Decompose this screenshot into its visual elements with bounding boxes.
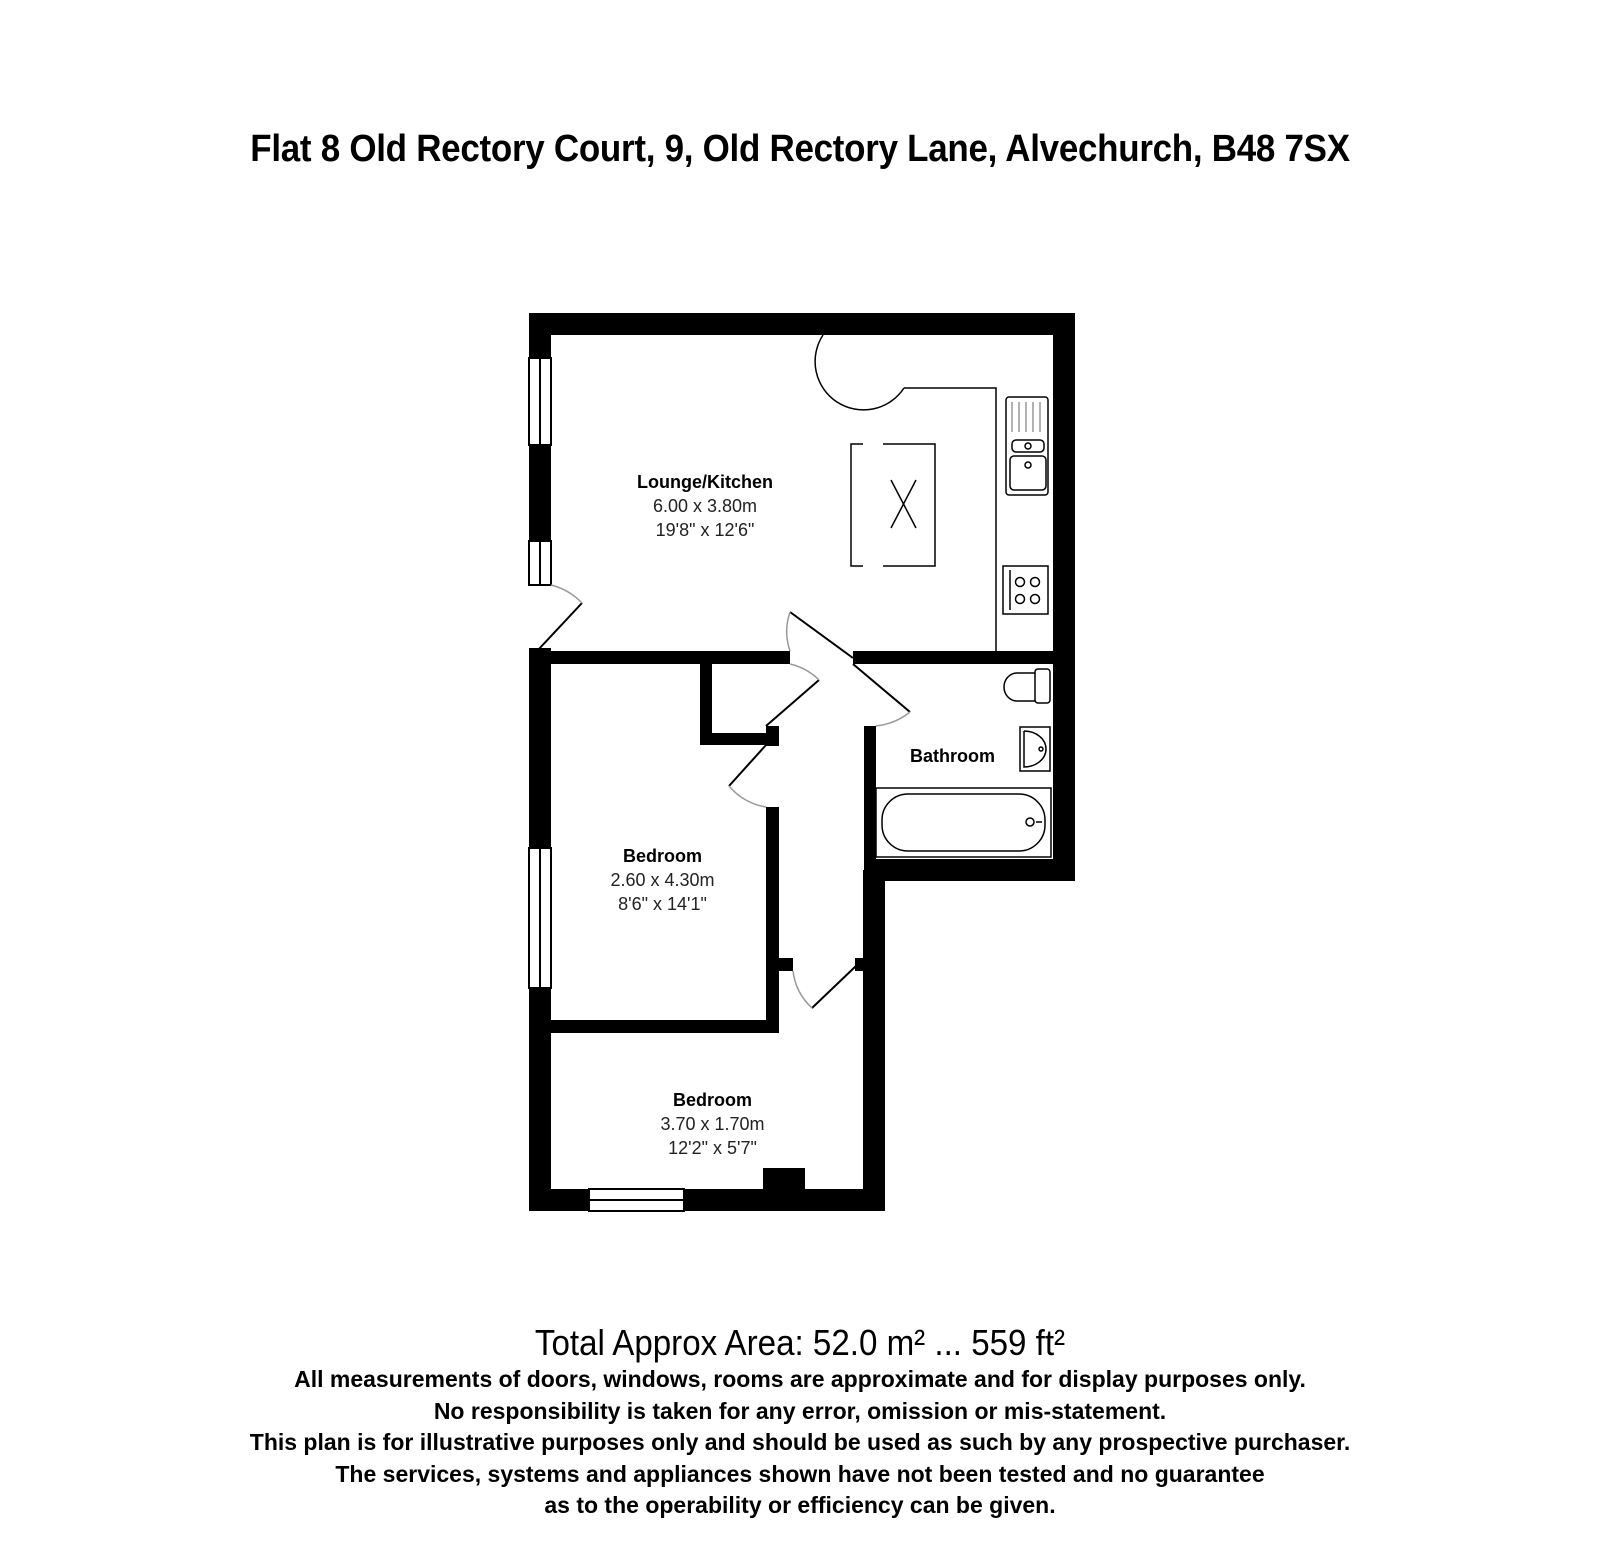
room-label-bedroom-2: Bedroom 3.70 x 1.70m 12'2" x 5'7" xyxy=(660,1090,765,1158)
kitchen-worktop xyxy=(814,334,997,651)
dining-table-icon xyxy=(850,443,936,567)
disclaimer-line: This plan is for illustrative purposes o… xyxy=(249,1429,1351,1455)
sink-icon xyxy=(1005,396,1049,496)
disclaimer-line: All measurements of doors, windows, room… xyxy=(294,1366,1306,1392)
basin-icon xyxy=(1019,726,1051,772)
disclaimer-line: The services, systems and appliances sho… xyxy=(335,1460,1265,1487)
toilet-icon xyxy=(1003,668,1051,704)
room-label-bathroom: Bathroom xyxy=(910,746,995,766)
bath-icon xyxy=(875,787,1052,858)
walls xyxy=(529,313,1075,1211)
footer: Total Approx Area: 52.0 m² ... 559 ft² A… xyxy=(0,1322,1600,1522)
doors xyxy=(537,584,911,1009)
room-label-bedroom-1: Bedroom 2.60 x 4.30m 8'6" x 14'1" xyxy=(610,846,715,914)
room-label-lounge-kitchen: Lounge/Kitchen 6.00 x 3.80m 19'8" x 12'6… xyxy=(637,472,773,540)
hob-icon xyxy=(1002,565,1049,615)
disclaimer-line: as to the operability or efficiency can … xyxy=(544,1492,1056,1518)
windows xyxy=(528,357,685,1212)
total-area: Total Approx Area: 52.0 m² ... 559 ft² xyxy=(534,1322,1066,1363)
disclaimer-line: No responsibility is taken for any error… xyxy=(433,1397,1167,1424)
property-address-title: Flat 8 Old Rectory Court, 9, Old Rectory… xyxy=(250,128,1350,170)
